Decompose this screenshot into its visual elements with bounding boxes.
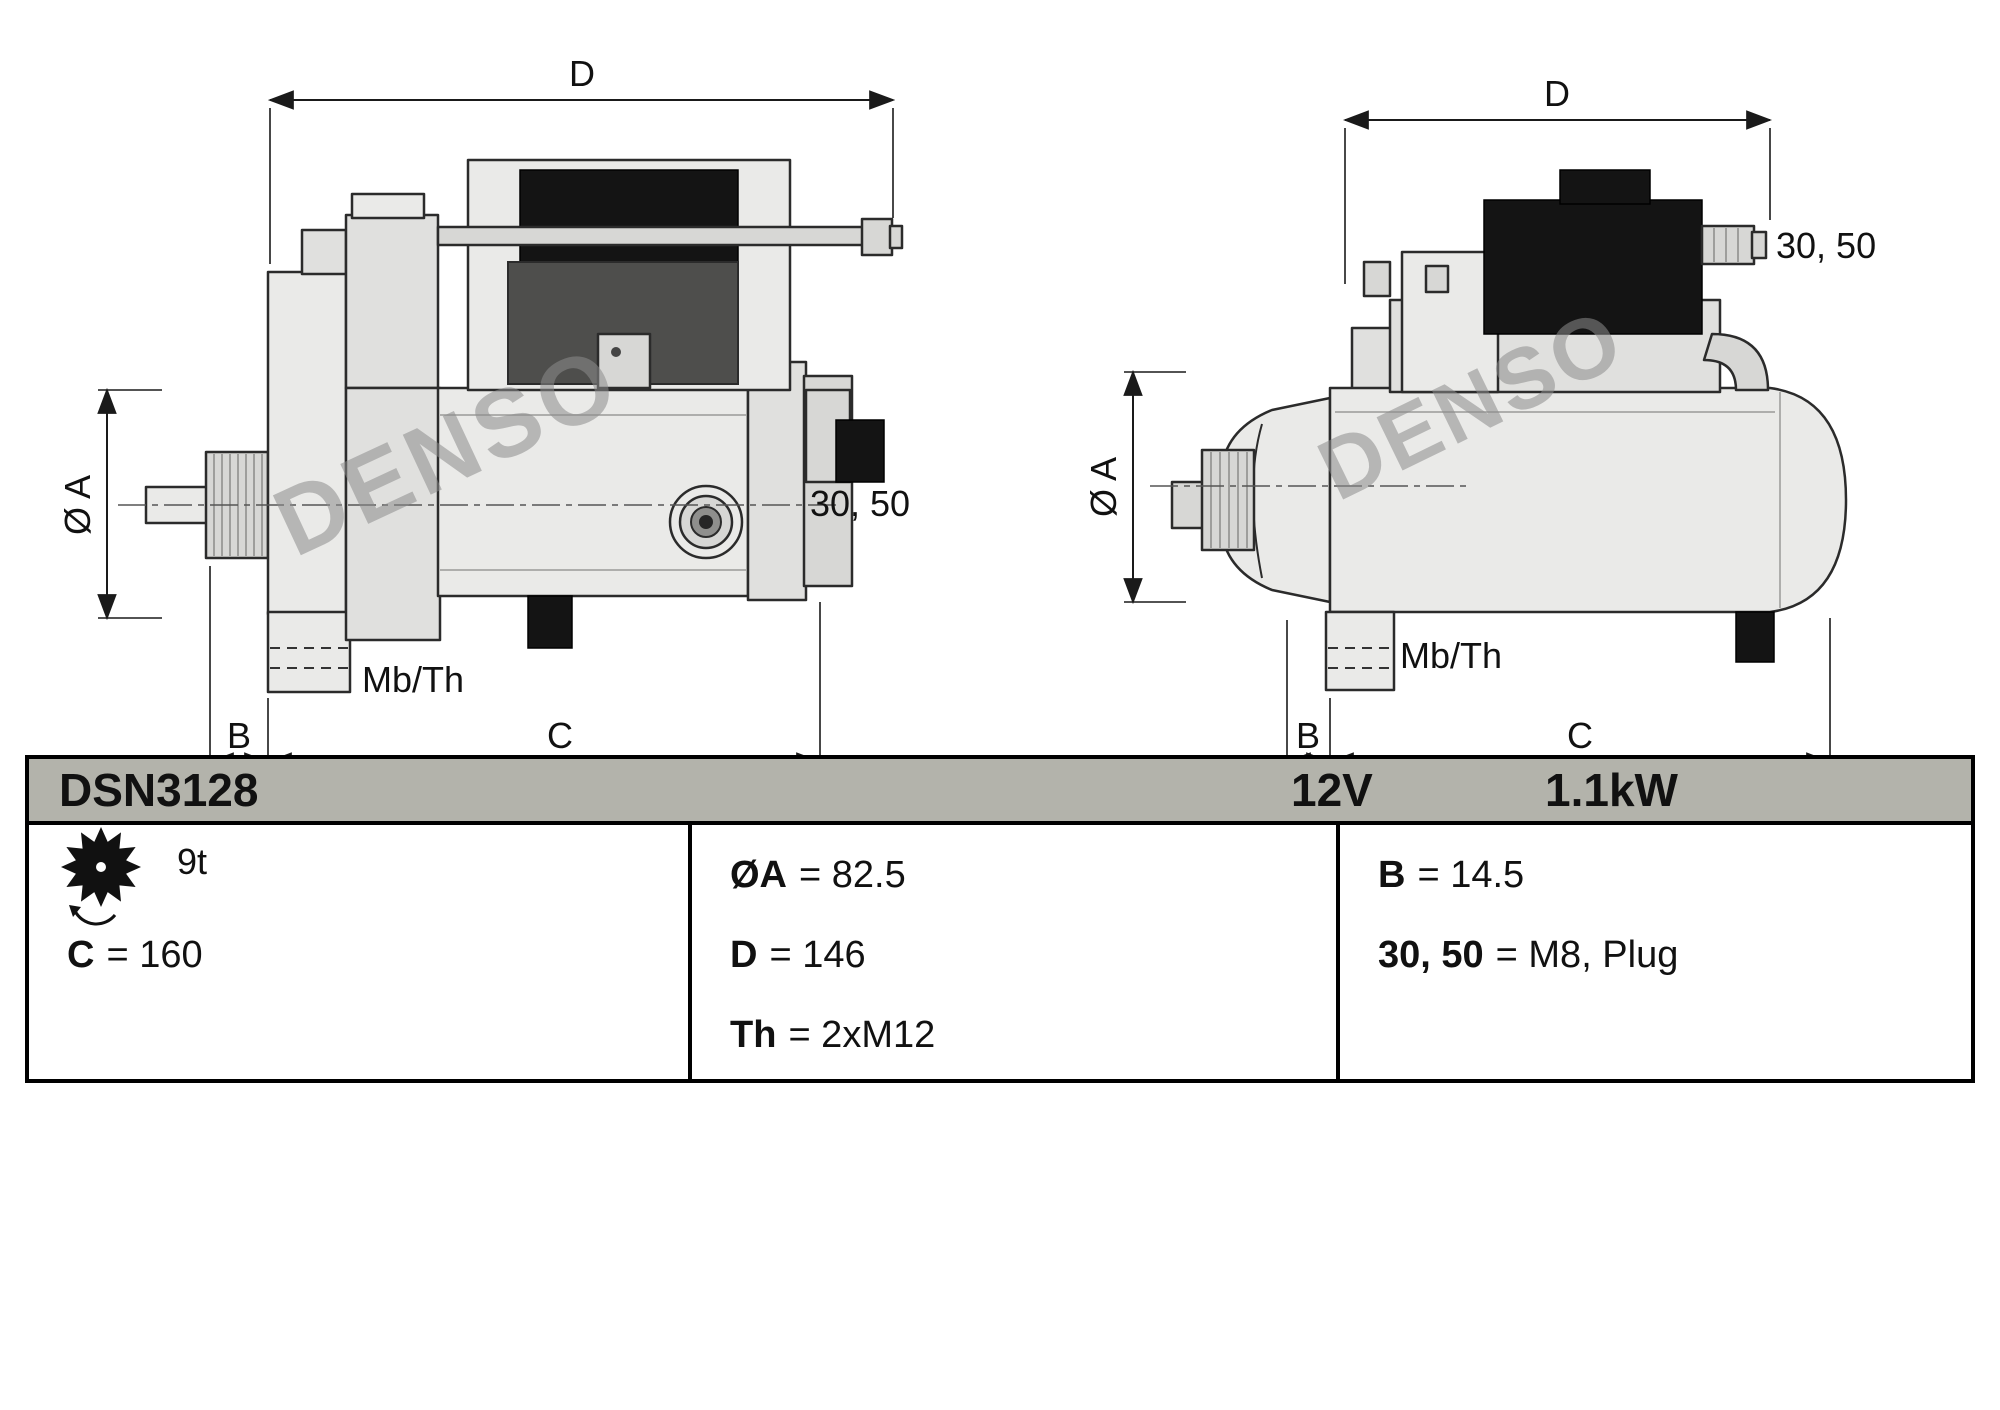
left-view-drawing: DENSO D Ø A B C Mb/Th 30, 50: [57, 53, 910, 776]
spec-oa-value: = 82.5: [799, 853, 906, 896]
pinion-teeth-value: 9t: [177, 841, 208, 882]
spec-row-th: Th = 2xM12: [692, 995, 1336, 1075]
terminal-label: 30, 50: [810, 483, 910, 524]
spec-table: DSN3128 12V 1.1kW 9t C = 160: [25, 755, 1975, 1083]
dim-d-label: D: [1544, 73, 1570, 114]
spec-row-c: C = 160: [29, 915, 688, 995]
dim-b-label: B: [1296, 715, 1320, 756]
voltage-value: 12V: [1291, 764, 1373, 816]
spec-row-b: B = 14.5: [1340, 835, 1971, 915]
dim-b-label: B: [227, 715, 251, 756]
mount-label: Mb/Th: [1400, 635, 1502, 676]
starter-motor-drawing: DENSO D Ø A B C Mb/Th 30, 50: [57, 53, 1876, 776]
spec-column-3: B = 14.5 30, 50 = M8, Plug: [1340, 825, 1971, 1079]
spec-table-body: 9t C = 160 ØA = 82.5 D = 146 Th =: [29, 825, 1971, 1079]
spec-b-value: = 14.5: [1417, 853, 1525, 896]
spec-oa-label: ØA: [730, 853, 787, 896]
dim-a-label: Ø A: [57, 475, 98, 535]
spec-row-30-50: 30, 50 = M8, Plug: [1340, 915, 1971, 995]
spec-30-50-label: 30, 50: [1378, 933, 1484, 976]
dim-a-label: Ø A: [1083, 457, 1124, 517]
spec-th-value: = 2xM12: [788, 1013, 936, 1056]
terminal-label: 30, 50: [1776, 225, 1876, 266]
right-view-drawing: DENSO D Ø A B C Mb/Th 30, 50: [1083, 73, 1876, 776]
spec-b-label: B: [1378, 853, 1406, 896]
spec-column-2: ØA = 82.5 D = 146 Th = 2xM12: [692, 825, 1340, 1079]
spec-column-1: 9t C = 160: [29, 825, 692, 1079]
spec-row-d: D = 146: [692, 915, 1336, 995]
spec-d-label: D: [730, 933, 758, 976]
spec-row-oa: ØA = 82.5: [692, 835, 1336, 915]
dim-d-label: D: [569, 53, 595, 94]
spec-30-50-value: = M8, Plug: [1495, 933, 1679, 976]
dim-c-label: C: [1567, 715, 1593, 756]
pinion-gear-icon: [61, 827, 141, 926]
pinion-teeth: [1210, 452, 1248, 548]
part-number: DSN3128: [59, 764, 259, 816]
power-value: 1.1kW: [1545, 764, 1678, 816]
spec-d-value: = 146: [769, 933, 866, 976]
spec-table-header: DSN3128 12V 1.1kW: [29, 759, 1971, 825]
spec-th-label: Th: [730, 1013, 777, 1056]
dim-c-label: C: [547, 715, 573, 756]
mount-label: Mb/Th: [362, 659, 464, 700]
spec-c-label: C: [67, 933, 95, 976]
pinion-teeth-row: 9t: [29, 827, 688, 926]
spec-c-value: = 160: [106, 933, 203, 976]
